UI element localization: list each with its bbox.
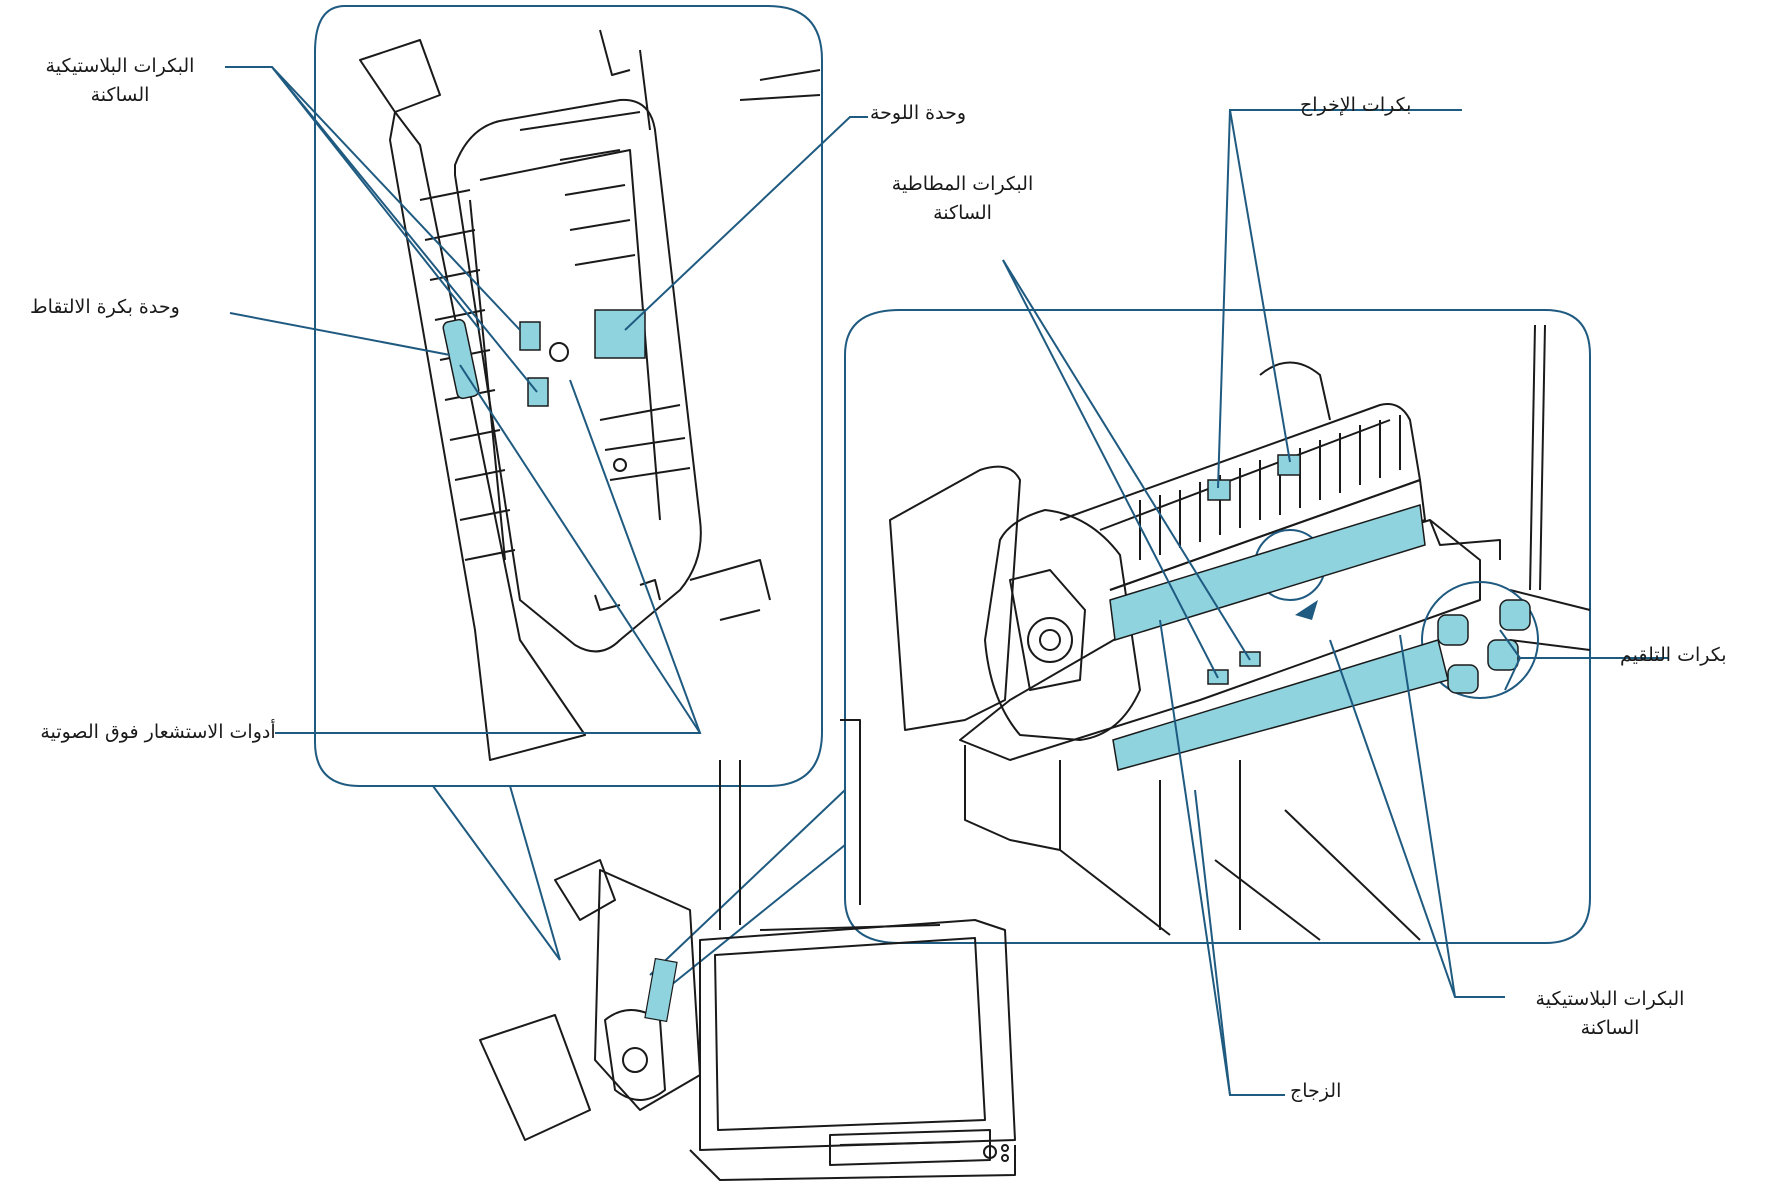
scanner-overview-drawing (479, 719, 1016, 1181)
zoom-connectors (432, 785, 846, 991)
feed-roller-zoom-b (1487, 639, 1519, 671)
left-zoom-frame (314, 5, 823, 787)
leader-lines (225, 66, 1668, 1096)
label-eject-rollers: بكرات الإخراج (1300, 94, 1412, 116)
adf-cover-drawing (359, 29, 821, 761)
overview-highlights (644, 957, 678, 1023)
upper-glass-highlight (1109, 504, 1426, 641)
feed-roller-zoom-circle (1421, 581, 1539, 699)
left-zoom-highlights (442, 309, 646, 407)
right-zoom-highlights (1109, 454, 1531, 771)
feed-direction-arrow (1295, 600, 1318, 620)
feed-roller-zoom-c (1499, 599, 1531, 631)
label-ultrasonic-sensors: أدوات الاستشعار فوق الصوتية (40, 721, 276, 743)
scanner-interior-drawing (889, 324, 1591, 941)
label-stationary-plastic-rollers-top: البكرات البلاستيكية الساكنة (45, 55, 195, 107)
right-zoom-frame (844, 309, 1591, 944)
label-stationary-plastic-rollers-bottom: البكرات البلاستيكية الساكنة (1535, 988, 1685, 1040)
feed-roller-zoom-d (1447, 664, 1479, 694)
feed-roller-zoom-a (1437, 614, 1469, 646)
lower-glass-highlight (1112, 639, 1449, 771)
label-pick-roller-unit: وحدة بكرة الالتقاط (30, 296, 180, 318)
plastic-roller-highlight-a (519, 321, 541, 351)
overview-glass-highlight (644, 957, 678, 1023)
label-pad-unit: وحدة اللوحة (870, 102, 966, 124)
label-feed-rollers: بكرات التلقيم (1620, 644, 1727, 666)
label-glass: الزجاج (1290, 1080, 1342, 1102)
label-stationary-rubber-rollers: البكرات المطاطية الساكنة (891, 173, 1034, 225)
plastic-roller-highlight-b (527, 377, 549, 407)
